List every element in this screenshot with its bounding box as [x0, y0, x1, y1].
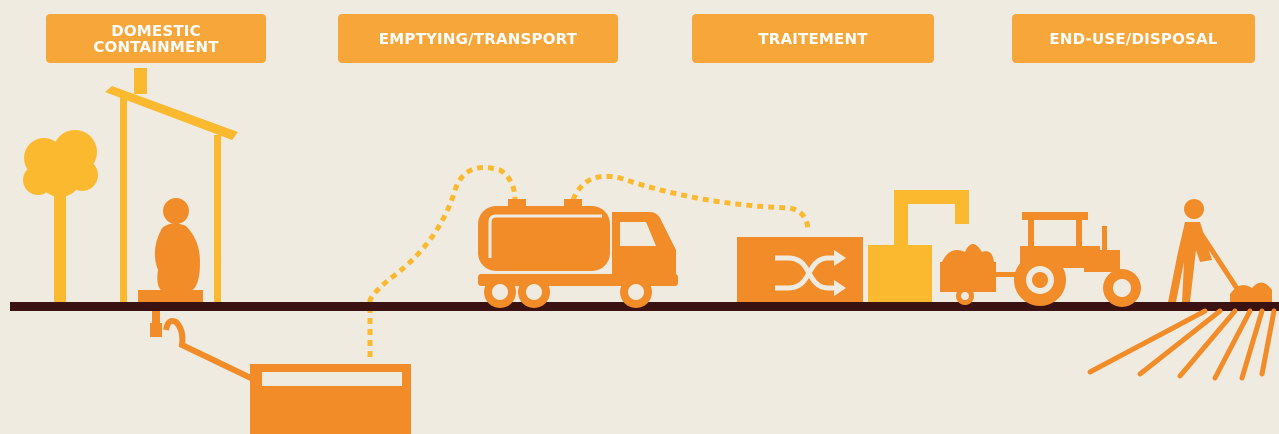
tractor-icon	[1014, 212, 1141, 307]
farmer-spreading-icon	[1168, 199, 1272, 302]
vacuum-truck-icon	[478, 199, 678, 308]
soil-infiltration-lines	[1090, 311, 1274, 378]
squatting-person-icon	[138, 198, 203, 302]
treatment-mixer-icon	[737, 237, 863, 302]
tree-icon	[23, 130, 98, 302]
trailer-icon	[940, 244, 1016, 305]
